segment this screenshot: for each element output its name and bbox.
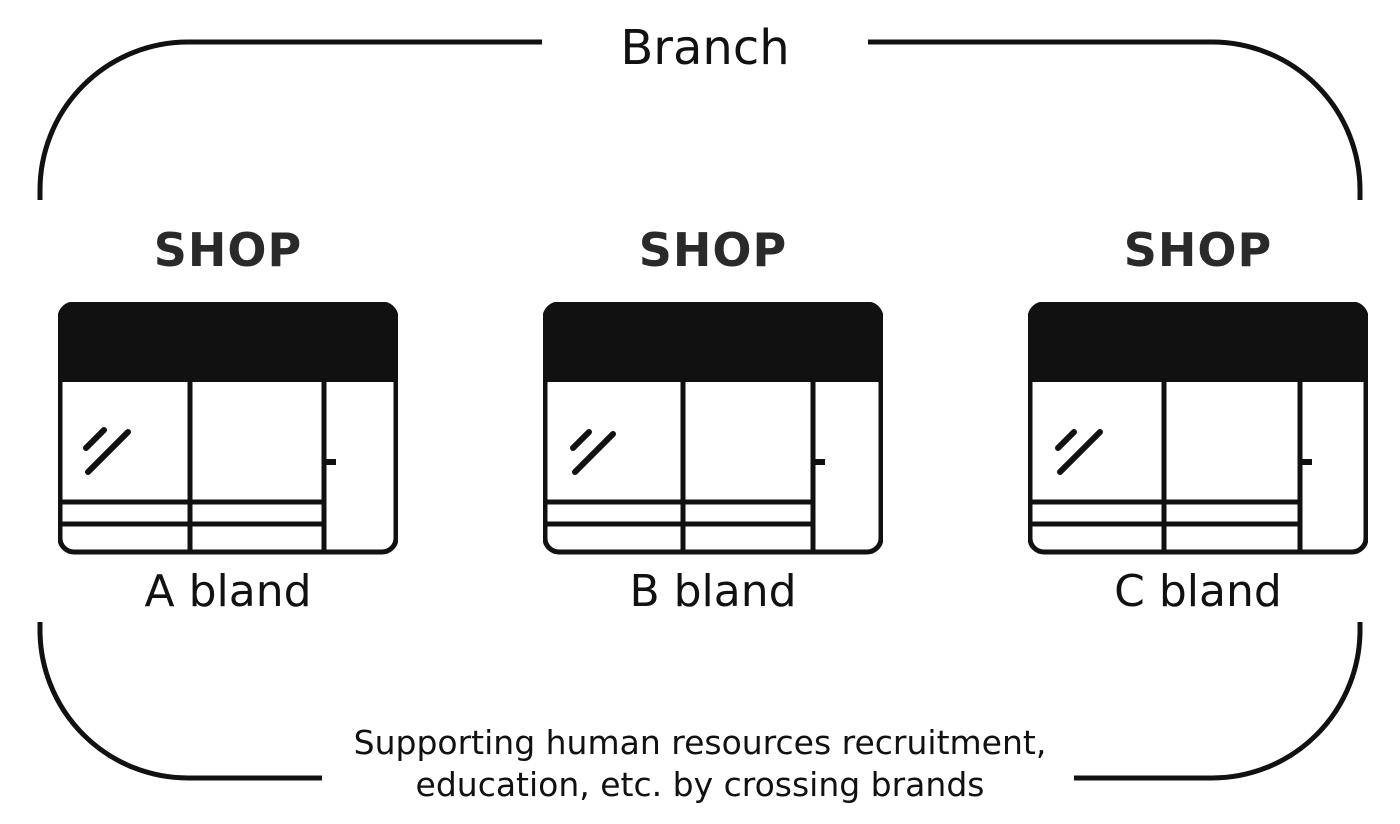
shop-unit-b: SHOP B bland <box>543 222 883 622</box>
caption-line-1: Supporting human resources recruitment, <box>353 723 1047 762</box>
storefront-icon <box>1028 302 1368 555</box>
caption: Supporting human resources recruitment, … <box>300 722 1100 806</box>
top-bracket-right <box>868 39 1363 200</box>
shop-unit-a: SHOP A bland <box>58 222 398 622</box>
shop-heading: SHOP <box>153 223 303 277</box>
caption-line-2: education, etc. by crossing brands <box>415 765 985 804</box>
storefront-icon <box>543 302 883 555</box>
storefront-icon <box>58 302 398 555</box>
branch-title: Branch <box>620 20 790 76</box>
shop-heading: SHOP <box>638 223 788 277</box>
shop-label-c: C bland <box>1114 566 1282 617</box>
shop-heading: SHOP <box>1123 223 1273 277</box>
bottom-bracket <box>37 622 322 781</box>
bottom-bracket-right <box>1074 622 1363 781</box>
shop-label-b: B bland <box>629 566 797 617</box>
shop-unit-c: SHOP C bland <box>1028 222 1368 622</box>
top-bracket <box>37 39 542 200</box>
shop-label-a: A bland <box>144 566 312 617</box>
